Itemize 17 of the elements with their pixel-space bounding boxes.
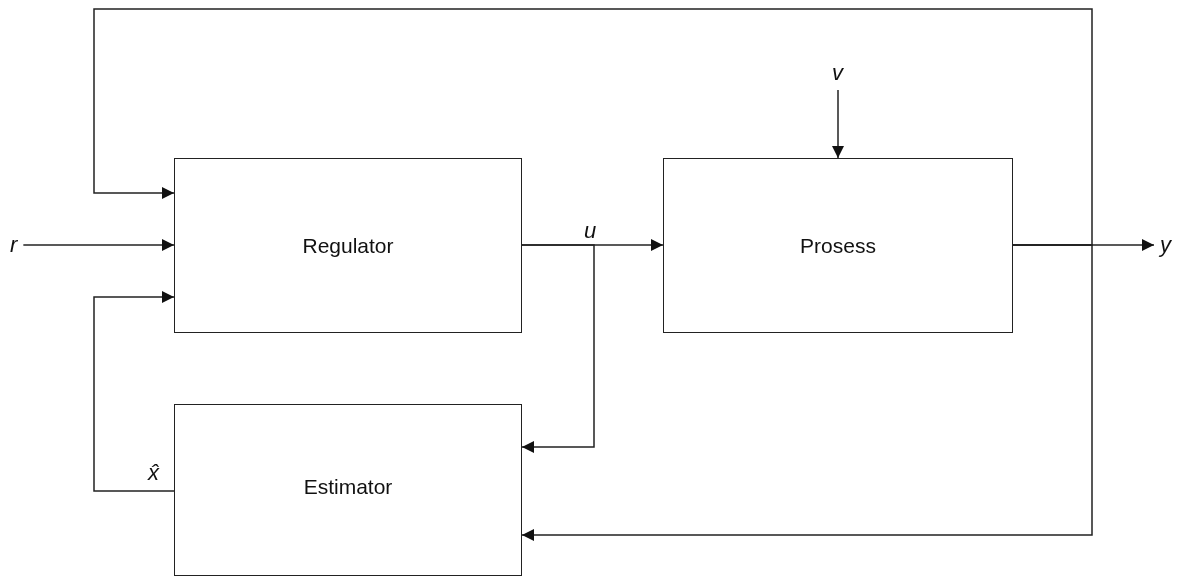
arrow xyxy=(832,89,844,159)
signal-label: r xyxy=(10,234,18,256)
block-box xyxy=(663,158,1013,333)
block-box xyxy=(174,404,522,576)
block-box xyxy=(174,158,522,333)
arrow xyxy=(521,244,1093,541)
block-label: Prosess xyxy=(800,233,876,258)
signal-label: x̂ xyxy=(148,462,159,484)
block-label: Regulator xyxy=(302,233,394,258)
block-label: Estimator xyxy=(303,475,393,499)
arrow xyxy=(93,8,1093,246)
signal-label: v xyxy=(832,62,843,84)
arrow xyxy=(22,239,175,251)
signal-label: u xyxy=(584,220,597,242)
signal-label: y xyxy=(1160,234,1171,256)
arrow xyxy=(93,291,175,492)
arrow xyxy=(521,244,595,453)
